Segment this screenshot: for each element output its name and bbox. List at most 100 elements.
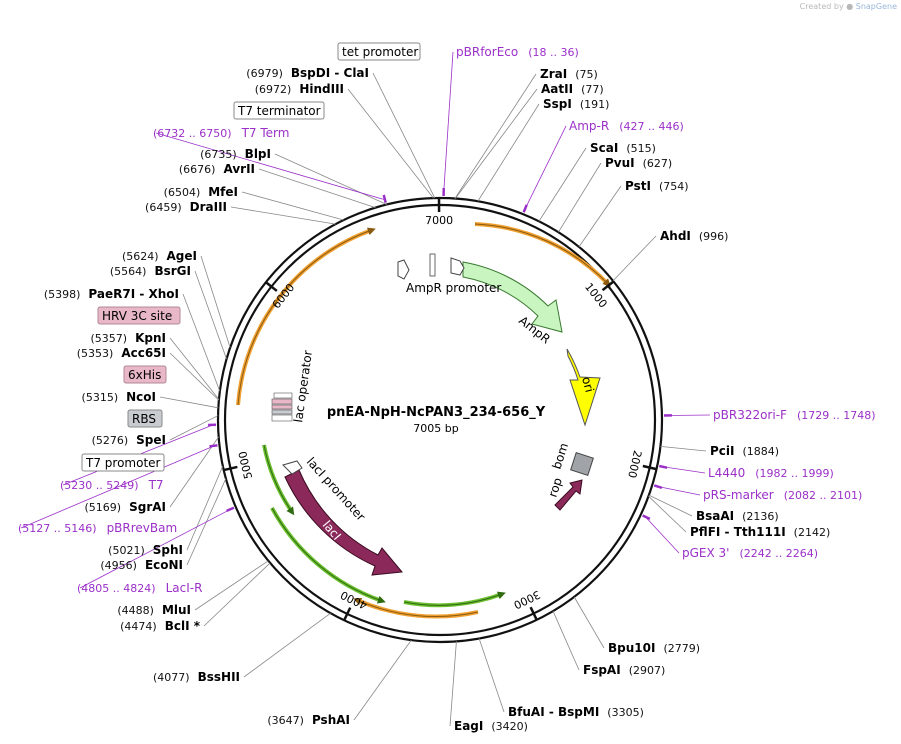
- primer-position: (5127 .. 5146): [18, 522, 97, 535]
- lac-operator-mark[interactable]: [273, 392, 293, 399]
- hrv-3c-site-mark[interactable]: [271, 398, 293, 405]
- boxed-label-t7-promoter: T7 promoter: [85, 456, 161, 470]
- primer-name: T7: [148, 478, 164, 492]
- enzyme-label[interactable]: (6972)HindIII: [255, 82, 344, 96]
- enzyme-label[interactable]: (5398)PaeR7I - XhoI: [44, 287, 179, 301]
- enzyme-label[interactable]: (6735)BlpI: [200, 147, 271, 161]
- enzyme-label[interactable]: (5276)SpeI: [92, 433, 166, 447]
- enzyme-name: Acc65I: [121, 346, 166, 360]
- enzyme-name: EagI: [454, 719, 483, 733]
- enzyme-leader-line: [449, 641, 457, 727]
- enzyme-position: (5169): [85, 501, 122, 514]
- tet-promoter-arrow[interactable]: [397, 259, 410, 280]
- enzyme-label[interactable]: (5357)KpnI: [91, 331, 166, 345]
- enzyme-label[interactable]: PstI(754): [625, 179, 689, 193]
- primer-position: (18 .. 36): [528, 46, 579, 59]
- enzyme-label[interactable]: PflFI - Tth111I(2142): [690, 525, 830, 539]
- enzyme-label[interactable]: (4956)EcoNI: [100, 558, 183, 572]
- tick-mark: [265, 281, 278, 292]
- primer-label[interactable]: pGEX 3'(2242 .. 2264): [682, 546, 818, 560]
- enzyme-label[interactable]: BsaAI(2136): [696, 509, 779, 523]
- primer-label[interactable]: (6732 .. 6750)T7 Term: [153, 126, 289, 140]
- enzyme-position: (6676): [179, 163, 216, 176]
- ori-arrow[interactable]: [566, 348, 601, 427]
- laci-promoter-arrow[interactable]: [282, 460, 303, 475]
- enzyme-label[interactable]: BfuAI - BspMI(3305): [508, 705, 644, 719]
- boxed-rbs[interactable]: RBS: [127, 409, 163, 428]
- bom-box[interactable]: [570, 452, 594, 476]
- enzyme-label[interactable]: (4488) MluI: [117, 603, 191, 617]
- green-arc-bottom-arrow: [403, 591, 506, 606]
- enzyme-name: SgrAI: [129, 500, 166, 514]
- enzyme-leader-line: [159, 396, 219, 409]
- enzyme-name: SspI: [543, 97, 572, 111]
- orange-arc-top-right-arrow: [474, 223, 611, 287]
- enzyme-label[interactable]: (3647)PshAI: [267, 713, 350, 727]
- primer-name: L4440: [708, 466, 745, 480]
- rop-arrow[interactable]: [554, 479, 583, 511]
- enzyme-label[interactable]: (5315)NcoI: [82, 390, 156, 404]
- tick-mark: [642, 464, 657, 471]
- enzyme-position: (4488): [117, 604, 154, 617]
- enzyme-leader-line: [477, 103, 540, 202]
- boxed-tet-promoter[interactable]: tet promoter: [337, 42, 421, 61]
- enzyme-name: MluI: [162, 603, 191, 617]
- enzyme-label[interactable]: (5564)BsrGI: [110, 264, 191, 278]
- enzyme-label[interactable]: ZraI(75): [540, 67, 598, 81]
- enzyme-label[interactable]: (5624)AgeI: [122, 249, 197, 263]
- enzyme-label[interactable]: AatII(77): [541, 82, 604, 96]
- primer-label[interactable]: pRS-marker(2082 .. 2101): [703, 488, 862, 502]
- enzyme-position: (6979): [246, 67, 283, 80]
- rbs-mark[interactable]: [271, 409, 293, 415]
- enzyme-label[interactable]: FspAI(2907): [583, 663, 665, 677]
- enzyme-position: (2779): [663, 642, 700, 655]
- enzyme-label[interactable]: (5021)SphI: [108, 543, 183, 557]
- enzyme-position: (2907): [629, 664, 666, 677]
- enzyme-label[interactable]: (5353)Acc65I: [77, 346, 166, 360]
- enzyme-label[interactable]: (6676)AvrII: [179, 162, 255, 176]
- ampr-gene-arrow[interactable]: [462, 261, 563, 333]
- primer-label[interactable]: Amp-R(427 .. 446): [569, 119, 684, 133]
- primer-label[interactable]: pBR322ori-F(1729 .. 1748): [713, 408, 876, 422]
- feature-label-ampr-promoter: AmpR promoter: [406, 281, 501, 295]
- enzyme-label[interactable]: SspI(191): [543, 97, 609, 111]
- laci-gene-arrow[interactable]: [284, 469, 403, 576]
- enzyme-label[interactable]: (6459)DraIII: [145, 200, 227, 214]
- primer-name: pBRforEco: [456, 45, 518, 59]
- enzyme-name: PciI: [710, 444, 735, 458]
- tick-label: 6000: [270, 281, 298, 311]
- enzyme-label[interactable]: PciI(1884): [710, 444, 779, 458]
- primer-label[interactable]: (5230 .. 5249)T7: [60, 478, 164, 492]
- primer-leader-line: [662, 466, 706, 474]
- primer-label[interactable]: L4440(1982 .. 1999): [708, 466, 834, 480]
- enzyme-label[interactable]: EagI(3420): [454, 719, 528, 733]
- enzyme-position: (5315): [82, 391, 119, 404]
- enzyme-label[interactable]: PvuI(627): [605, 156, 672, 170]
- enzyme-label[interactable]: ScaI(515): [590, 141, 656, 155]
- primer-name: pRS-marker: [703, 488, 774, 502]
- primer-label[interactable]: (5127 .. 5146)pBRrevBam: [18, 521, 177, 535]
- enzyme-position: (3647): [267, 714, 304, 727]
- enzyme-label[interactable]: (6979) BspDI - ClaI: [246, 66, 369, 80]
- ampr-promoter-arrow[interactable]: [450, 257, 465, 276]
- enzyme-name: MfeI: [208, 185, 238, 199]
- enzyme-label[interactable]: (4077)BssHII: [153, 670, 240, 684]
- enzyme-label[interactable]: (6504)MfeI: [164, 185, 238, 199]
- primer-label[interactable]: (4805 .. 4824)LacI-R: [77, 581, 202, 595]
- enzyme-label[interactable]: (5169) SgrAI: [85, 500, 166, 514]
- t7-promoter-mark[interactable]: [271, 414, 293, 422]
- enzyme-name: KpnI: [135, 331, 166, 345]
- enzyme-label[interactable]: (4474)BclI *: [120, 619, 201, 633]
- enzyme-position: (515): [626, 142, 656, 155]
- boxed-hrv-3c-site[interactable]: HRV 3C site: [97, 306, 181, 325]
- enzyme-label[interactable]: Bpu10I(2779): [608, 641, 700, 655]
- enzyme-name: AhdI: [660, 229, 691, 243]
- 6xhis-mark[interactable]: [271, 404, 293, 410]
- boxed-t7-terminator[interactable]: T7 terminator: [233, 101, 325, 120]
- boxed-6xhis[interactable]: 6xHis: [123, 365, 167, 384]
- enzyme-label[interactable]: AhdI(996): [660, 229, 728, 243]
- boxed-t7-promoter[interactable]: T7 promoter: [81, 453, 165, 472]
- primer-label[interactable]: pBRforEco (18 .. 36): [456, 45, 579, 59]
- enzyme-name: BspDI - ClaI: [291, 66, 369, 80]
- t7-terminator-mark[interactable]: [429, 253, 436, 277]
